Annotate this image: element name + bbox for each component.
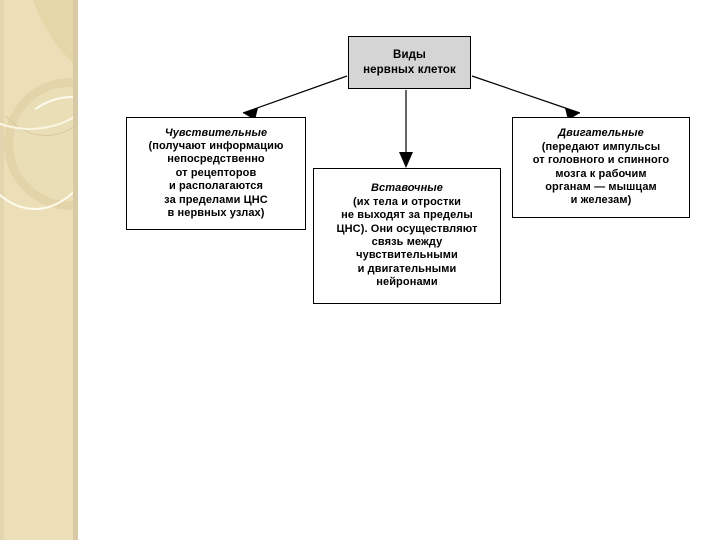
node-root-title: Виды xyxy=(393,49,426,62)
node-root-body: нервных клеток xyxy=(363,63,456,76)
node-motor-body: (передают импульсы от головного и спинно… xyxy=(532,140,670,207)
node-interneuron-title: Вставочные xyxy=(370,182,444,195)
node-sensory-body: (получают информацию непосредственно от … xyxy=(148,139,284,220)
node-interneuron[interactable]: Вставочные (их тела и отростки не выходя… xyxy=(313,168,501,304)
node-motor[interactable]: Двигательные (передают импульсы от голов… xyxy=(512,117,690,218)
node-sensory-title: Чувствительные xyxy=(164,126,268,139)
arrow-to-interneuron xyxy=(399,90,413,168)
arrow-to-motor xyxy=(471,75,581,120)
node-sensory[interactable]: Чувствительные (получают информацию непо… xyxy=(126,117,306,230)
sidebar-arc-white-mid xyxy=(0,0,78,210)
node-root[interactable]: Виды нервных клеток xyxy=(348,36,471,89)
arrow-to-sensory xyxy=(242,75,348,120)
sidebar-left-edge xyxy=(0,0,4,540)
sidebar-right-edge xyxy=(73,0,78,540)
node-interneuron-body: (их тела и отростки не выходят за предел… xyxy=(336,195,478,289)
decorative-sidebar-band xyxy=(0,0,78,540)
node-motor-title: Двигательные xyxy=(558,127,644,140)
